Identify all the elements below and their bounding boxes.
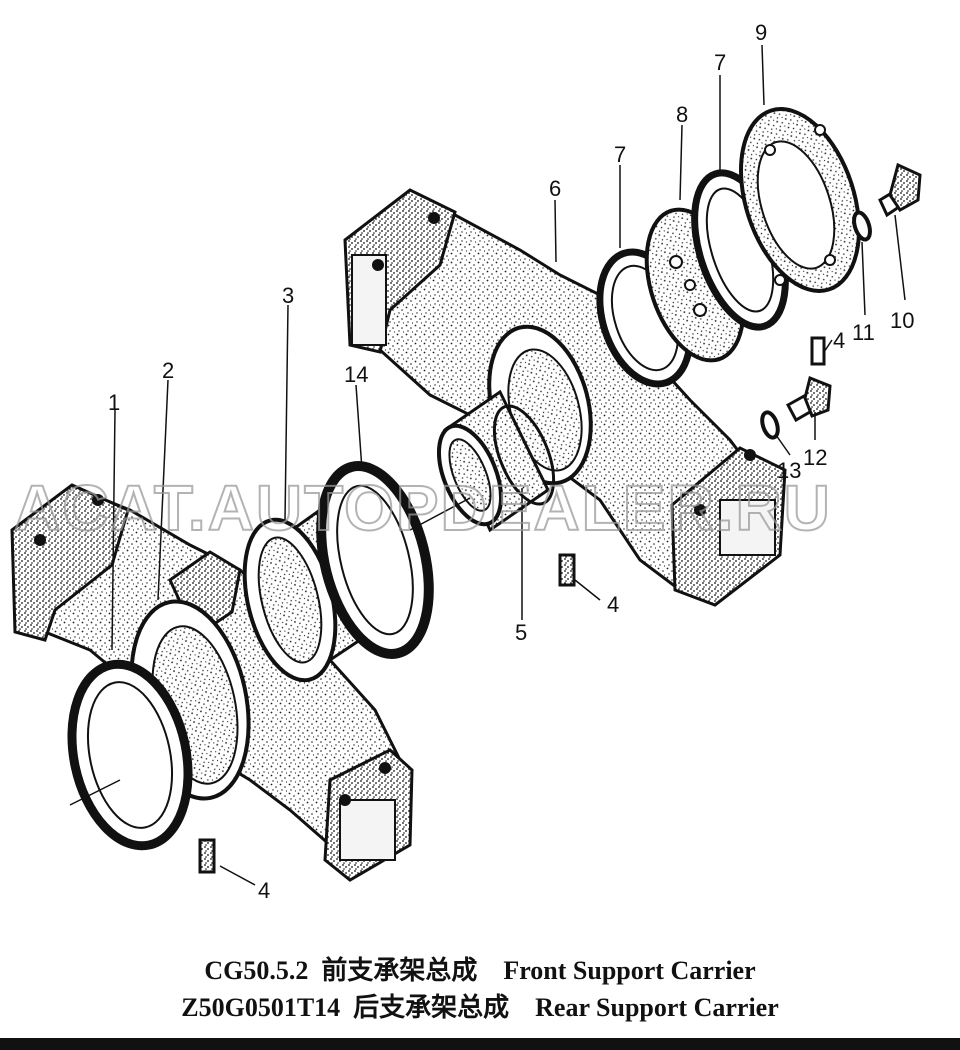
callout-5: 5 xyxy=(515,620,527,645)
callout-4-middle: 4 xyxy=(607,592,619,617)
callout-14: 14 xyxy=(344,362,368,387)
front-carrier-left-pad xyxy=(10,483,130,642)
part-11-washer xyxy=(852,210,872,242)
callout-2: 2 xyxy=(162,358,174,383)
callout-3: 3 xyxy=(282,283,294,308)
caption-rear-support-carrier: Z50G0501T14 后支承架总成 Rear Support Carrier xyxy=(181,993,779,1022)
callout-1: 1 xyxy=(108,390,120,415)
part-4-grease-fitting-lower xyxy=(198,838,216,874)
part-12-bolt xyxy=(785,375,832,423)
callout-10: 10 xyxy=(890,308,914,333)
bottom-border xyxy=(0,1038,960,1050)
callout-7-right: 7 xyxy=(714,50,726,75)
part-4-grease-fitting-upper xyxy=(810,336,826,366)
callout-9: 9 xyxy=(755,20,767,45)
callout-13: 13 xyxy=(777,458,801,483)
part-10-bolt xyxy=(878,162,922,218)
callout-8: 8 xyxy=(676,102,688,127)
callout-7-left: 7 xyxy=(614,142,626,167)
part-1-seal xyxy=(67,659,193,851)
part-13-washer xyxy=(760,410,780,440)
watermark-text: ACAT.AUTOPDEALER.RU xyxy=(14,472,832,544)
callout-11: 11 xyxy=(852,320,875,345)
callout-12: 12 xyxy=(803,445,827,470)
exploded-parts-diagram: 1 2 3 4 4 4 5 6 7 7 8 9 10 11 12 13 14 A… xyxy=(10,20,922,903)
caption-front-support-carrier: CG50.5.2 前支承架总成 Front Support Carrier xyxy=(204,956,756,985)
callout-4-upper: 4 xyxy=(833,328,845,353)
callout-6: 6 xyxy=(549,176,561,201)
callout-4-lower: 4 xyxy=(258,878,270,903)
callout-labels: 1 2 3 4 4 4 5 6 7 7 8 9 10 11 12 13 14 xyxy=(108,20,914,903)
leader-lines xyxy=(69,44,906,886)
part-14-seal xyxy=(316,461,434,659)
part-9-flange xyxy=(738,107,862,293)
part-4-grease-fitting-middle xyxy=(558,553,576,587)
rear-support-carrier xyxy=(343,188,787,607)
